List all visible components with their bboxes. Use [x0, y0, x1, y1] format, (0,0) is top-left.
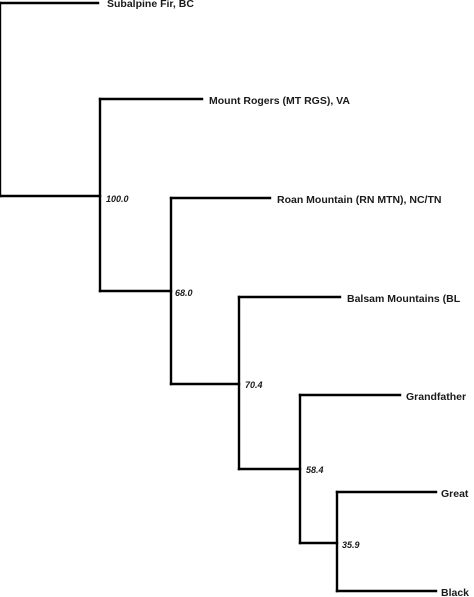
taxon-label-roan: Roan Mountain (RN MTN), NC/TN: [277, 194, 441, 206]
taxon-label-subalpine: Subalpine Fir, BC: [107, 0, 194, 10]
support-value-node-35: 35.9: [342, 540, 360, 550]
support-value-node-68: 68.0: [175, 288, 193, 298]
taxon-label-mount-rogers: Mount Rogers (MT RGS), VA: [209, 95, 350, 107]
taxon-label-grandfather: Grandfather: [406, 391, 466, 403]
support-value-root: 100.0: [106, 194, 129, 204]
taxon-label-great: Great: [441, 488, 469, 500]
taxon-label-balsam: Balsam Mountains (BL: [347, 293, 461, 305]
support-value-node-58: 58.4: [306, 465, 324, 475]
support-value-node-70: 70.4: [245, 380, 263, 390]
taxon-label-black: Black: [441, 587, 469, 597]
